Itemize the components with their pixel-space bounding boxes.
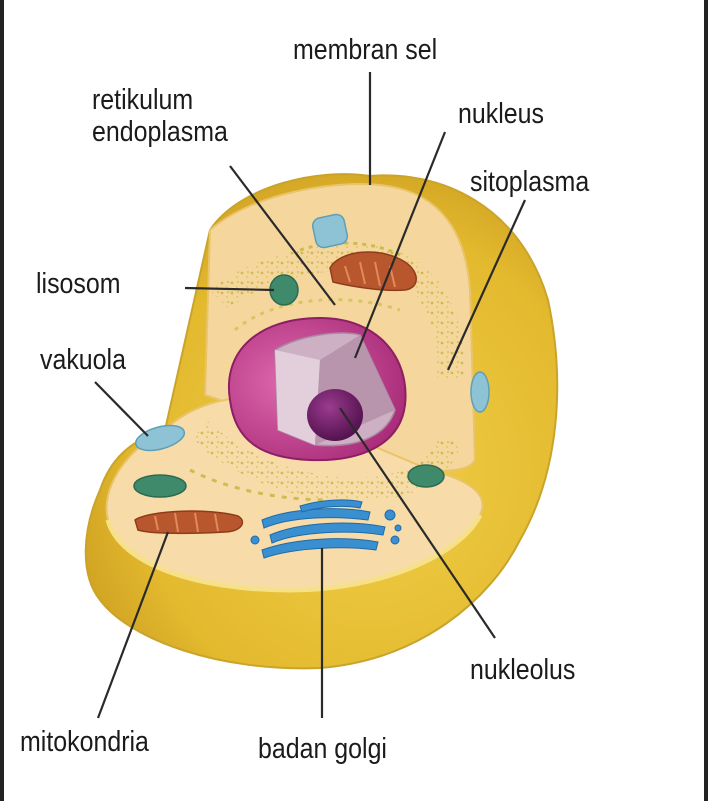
label-nukleus: nukleus xyxy=(458,98,544,130)
label-sitoplasma: sitoplasma xyxy=(470,166,590,198)
nucleus xyxy=(227,316,407,462)
vacuole-left xyxy=(134,424,186,452)
leader-vakuola xyxy=(94,381,149,437)
left-border-line xyxy=(0,0,4,801)
mitochondrion-top xyxy=(329,251,417,292)
leader-retikulum-endoplasma xyxy=(229,165,336,306)
vacuole-right xyxy=(470,371,490,413)
mitochondrion-bottom xyxy=(134,510,244,535)
leader-nukleus xyxy=(353,131,447,359)
leader-lines xyxy=(94,72,527,719)
leader-sitoplasma xyxy=(446,199,527,371)
label-mitokondria: mitokondria xyxy=(20,726,149,758)
label-membran-sel: membran sel xyxy=(293,34,438,66)
membrane-rim xyxy=(105,513,483,593)
label-nukleolus: nukleolus xyxy=(470,654,576,686)
label-retikulum-line2: endoplasma xyxy=(92,116,228,148)
lysosome-3 xyxy=(407,464,445,488)
label-vakuola: vakuola xyxy=(40,344,126,376)
lysosome-1 xyxy=(269,274,299,306)
label-badan-golgi: badan golgi xyxy=(258,733,387,765)
leader-lisosom xyxy=(184,286,275,292)
leader-nukleolus xyxy=(339,407,496,639)
right-border-line xyxy=(704,0,708,801)
lysosome-2 xyxy=(133,474,187,498)
label-retikulum-line1: retikulum xyxy=(92,84,194,116)
nucleolus-body xyxy=(307,389,363,441)
label-retikulum-endoplasma: retikulum endoplasma xyxy=(92,84,228,148)
leader-mitokondria xyxy=(96,531,170,719)
label-lisosom: lisosom xyxy=(36,268,121,300)
golgi-apparatus xyxy=(250,499,402,559)
vacuole-top xyxy=(311,213,349,249)
